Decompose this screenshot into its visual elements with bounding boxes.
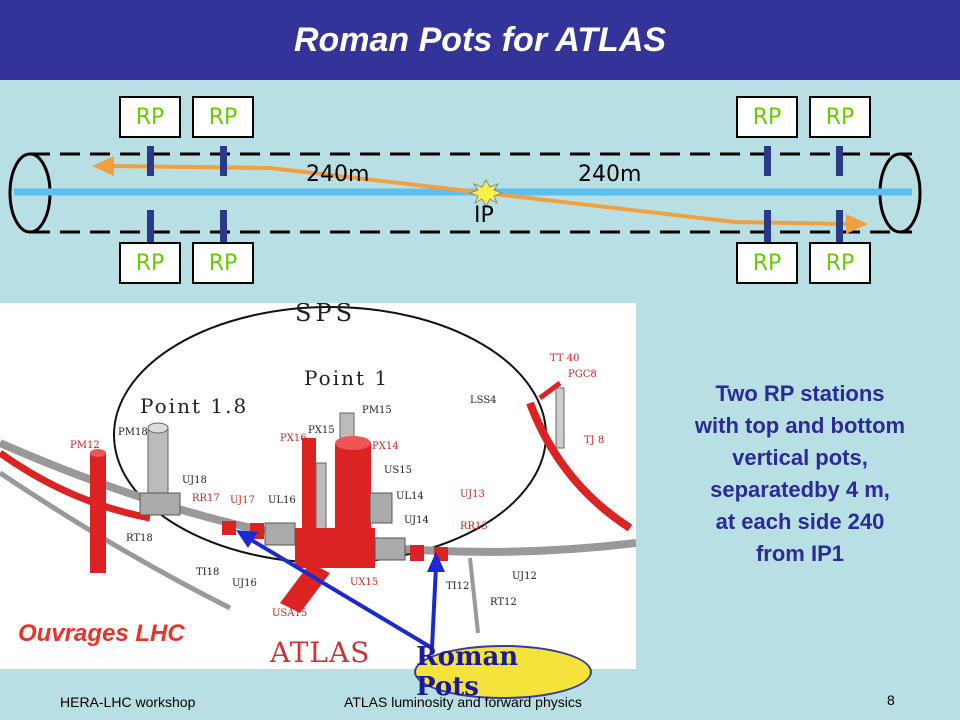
map-label: TI12 [446,581,469,592]
trajectory-arrowhead-right [846,214,868,234]
map-label: RR17 [192,493,220,504]
rr13-marker [434,547,448,561]
title-bar: Roman Pots for ATLAS [0,0,960,80]
ul14-cavern [374,537,406,561]
rp-box-bottom-4: RP [809,242,871,284]
map-label: PM12 [70,440,100,451]
pot-bar-top-4 [836,146,843,176]
map-label: PX14 [372,441,399,452]
map-label: UL14 [396,491,424,502]
ti12-tunnel [468,557,480,634]
map-label: UJ16 [232,578,257,589]
rp-box-top-3: RP [736,96,798,138]
map-label: TT 40 [550,353,579,364]
rp-box-top-2: RP [192,96,254,138]
beam-pipe-diagram [8,146,922,242]
map-label: LSS4 [470,395,497,406]
px16-shaft [302,438,316,548]
pm18-shaft [147,427,169,504]
red-tunnel-left [0,450,151,522]
map-label: UL16 [268,495,296,506]
roman-pots-callout: Roman Pots [414,642,592,702]
map-label: RT18 [126,533,153,544]
pot-bar-bottom-2 [220,210,227,242]
map-label: UJ18 [182,475,207,486]
point1-label: Point 1 [304,366,389,390]
lhc-map-panel: SPS Point 1 Point 1.8 PM18 PM15 PX16 PX1… [0,299,637,669]
ti18-tunnel [0,470,232,611]
ip-star-icon [468,178,504,208]
map-label: UJ14 [404,515,429,526]
pot-bar-top-3 [764,146,771,176]
description-line: Two RP stations [715,381,885,406]
trajectory-arrowhead-left [92,156,114,176]
uj13-marker [410,545,424,561]
pot-bar-bottom-1 [147,210,154,242]
proton-trajectory [109,164,849,226]
map-label: UJ17 [230,495,255,506]
map-label: USA15 [272,608,307,619]
map-label: PX15 [308,425,335,436]
map-label: PM18 [118,427,148,438]
us15-cavern [369,492,393,524]
ux15-cavern [295,528,375,568]
pot-bar-bottom-3 [764,210,771,242]
description-line: with top and bottom [694,413,906,438]
pot-bar-top-1 [147,146,154,176]
pm12-shaft [90,453,106,573]
pgc8-shaft [555,387,565,449]
slide-title: Roman Pots for ATLAS [293,20,667,59]
map-label: UX15 [350,577,378,588]
description-line: separatedby 4 m, [710,477,890,502]
atlas-label: ATLAS [270,636,371,669]
rp-box-top-1: RP [119,96,181,138]
distance-label-right: 240m [578,162,642,187]
point18-label: Point 1.8 [140,394,248,418]
footer-left: HERA-LHC workshop [60,694,196,710]
page-number: 8 [887,692,895,708]
map-label: PX16 [280,433,307,444]
map-label: UJ13 [460,489,485,500]
description-line: at each side 240 [715,509,885,534]
uj18-cavern [139,492,181,516]
sps-label: SPS [295,303,356,327]
description-line: vertical pots, [732,445,868,470]
ouvrages-lhc-logo: Ouvrages LHC [18,620,185,647]
description-line: from IP1 [755,541,845,566]
uj17-marker [250,523,264,539]
description-text: Two RP stations with top and bottom vert… [650,378,950,570]
map-label: US15 [384,465,412,476]
map-label: UJ12 [512,571,537,582]
distance-label-left: 240m [306,162,370,187]
rr17-marker [222,521,236,535]
map-label: TI18 [196,567,219,578]
red-tunnel-right [526,401,633,532]
pot-bar-bottom-4 [836,210,843,242]
map-label: PM15 [362,405,392,416]
rp-box-bottom-2: RP [192,242,254,284]
footer-center: ATLAS luminosity and forward physics [344,694,582,710]
ul16-cavern [264,522,296,546]
map-label: PGC8 [568,369,597,380]
ip-label: IP [474,203,494,228]
map-label: RR13 [460,521,488,532]
lhc-map: SPS Point 1 Point 1.8 PM18 PM15 PX16 PX1… [0,299,637,634]
map-label: TJ 8 [584,435,604,446]
pot-bar-top-2 [220,146,227,176]
rp-box-top-4: RP [809,96,871,138]
usa15-cavern [280,563,330,613]
tt40-tunnel [538,381,562,400]
rp-box-bottom-1: RP [119,242,181,284]
map-label: RT12 [490,597,517,608]
rp-box-bottom-3: RP [736,242,798,284]
